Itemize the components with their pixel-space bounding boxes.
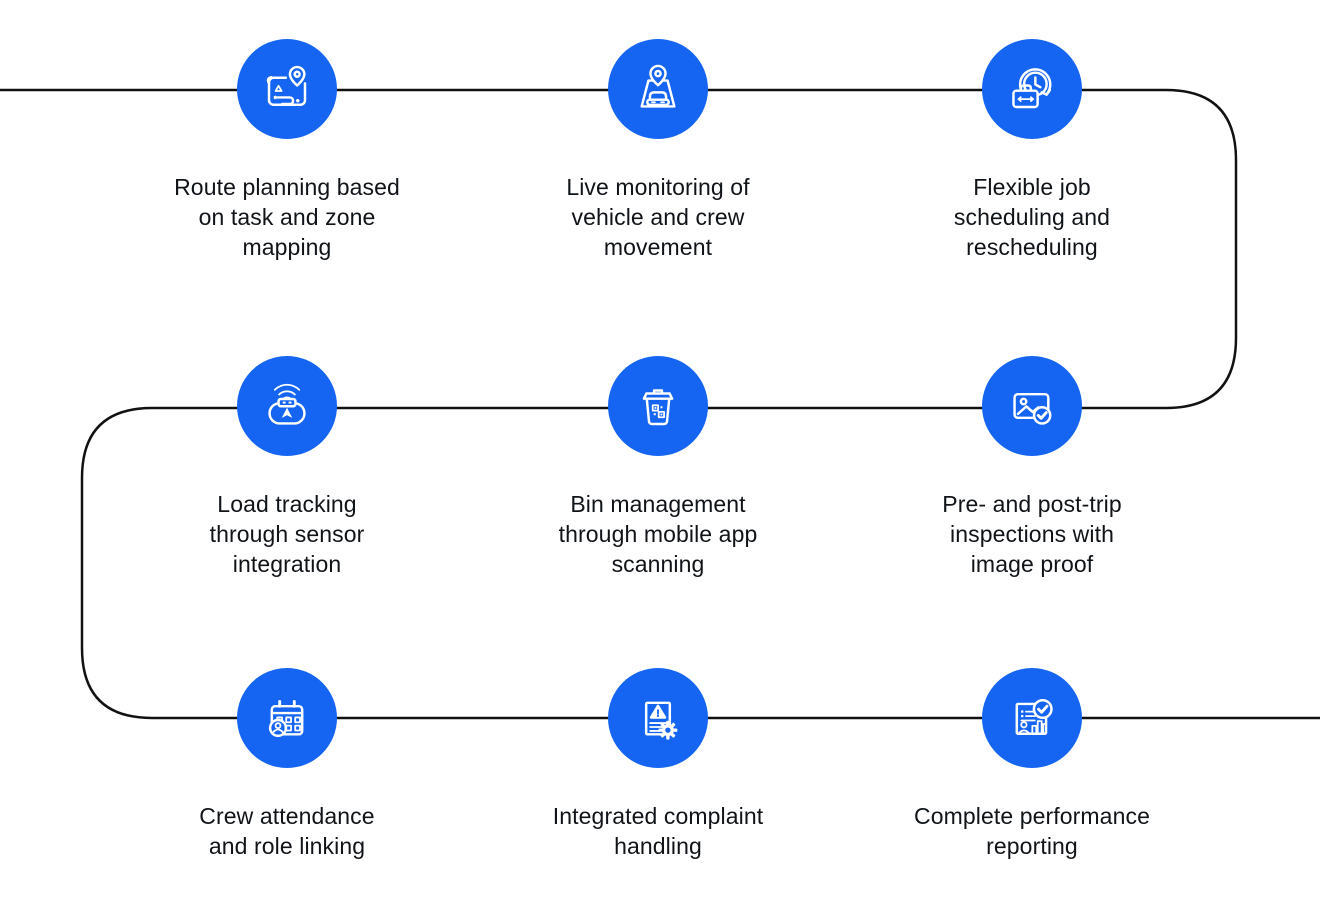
feature-label: Bin management through mobile app scanni… [558, 491, 758, 577]
route-map-pin-icon [266, 65, 307, 106]
sensor-signal-icon [268, 383, 306, 425]
feature-label: Integrated complaint handling [552, 803, 764, 859]
feature-circle [982, 356, 1082, 456]
feature-circle [982, 668, 1082, 768]
feature-label: Crew attendance and role linking [199, 803, 375, 859]
bin-qr-code-icon [642, 389, 674, 426]
feature-node-live-monitoring: Live monitoring of vehicle and crew move… [488, 39, 828, 262]
feature-node-trip-inspections: Pre- and post-trip inspections with imag… [862, 356, 1202, 579]
feature-label: Load tracking through sensor integration [209, 491, 365, 577]
feature-node-job-scheduling: Flexible job scheduling and rescheduling [862, 39, 1202, 262]
feature-circle [608, 668, 708, 768]
feature-circle [608, 39, 708, 139]
feature-label: Live monitoring of vehicle and crew move… [566, 174, 750, 260]
feature-label: Pre- and post-trip inspections with imag… [942, 491, 1122, 577]
feature-circle [237, 39, 337, 139]
feature-circle [237, 668, 337, 768]
report-check-icon [1015, 698, 1053, 735]
complaint-doc-gear-icon [644, 701, 678, 740]
feature-node-crew-attendance: Crew attendance and role linking [117, 668, 457, 861]
calendar-person-icon [268, 700, 304, 738]
vehicle-map-pin-icon [640, 64, 676, 108]
feature-label: Flexible job scheduling and rescheduling [953, 174, 1111, 260]
feature-node-load-tracking: Load tracking through sensor integration [117, 356, 457, 579]
image-check-icon [1013, 392, 1052, 425]
feature-label: Route planning based on task and zone ma… [174, 174, 400, 260]
feature-circle [608, 356, 708, 456]
feature-circle [237, 356, 337, 456]
feature-label: Complete performance reporting [914, 803, 1150, 859]
feature-node-complaint-handling: Integrated complaint handling [488, 668, 828, 861]
feature-circle [982, 39, 1082, 139]
briefcase-clock-icon [1012, 68, 1052, 109]
feature-node-route-planning: Route planning based on task and zone ma… [117, 39, 457, 262]
feature-node-bin-management: Bin management through mobile app scanni… [488, 356, 828, 579]
feature-node-performance-reporting: Complete performance reporting [862, 668, 1202, 861]
